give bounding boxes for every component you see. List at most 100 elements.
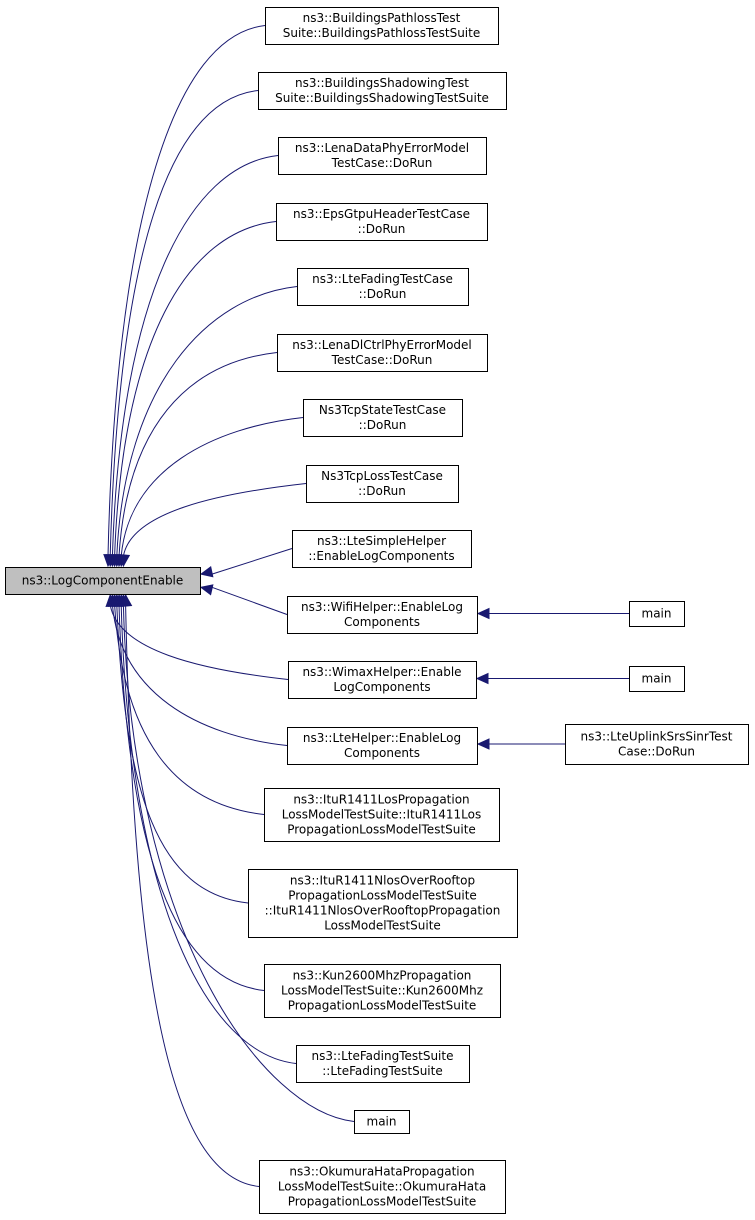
caller-node-c16[interactable]: ns3::LteFadingTestSuite::LteFadingTestSu… bbox=[296, 1045, 470, 1083]
node-label-line: PropagationLossModelTestSuite bbox=[288, 999, 477, 1013]
edge-c15 bbox=[118, 604, 265, 991]
edge-c14 bbox=[116, 604, 249, 904]
node-box bbox=[264, 964, 501, 1018]
node-box bbox=[259, 1160, 506, 1214]
caller-node-c12[interactable]: ns3::LteHelper::EnableLogComponents bbox=[287, 727, 478, 765]
caller-node-c17[interactable]: main bbox=[354, 1110, 410, 1134]
node-label-line: PropagationLossModelTestSuite bbox=[287, 823, 476, 837]
edge-c11 bbox=[109, 604, 289, 680]
graph-edges bbox=[103, 25, 629, 1187]
edge-c6 bbox=[118, 352, 278, 557]
caller-node-c8[interactable]: Ns3TcpLossTestCase::DoRun bbox=[306, 465, 459, 503]
caller-node-c3[interactable]: ns3::LenaDataPhyErrorModelTestCase::DoRu… bbox=[278, 137, 487, 175]
node-label-line: ns3::LteFadingTestCase bbox=[312, 272, 453, 286]
node-box bbox=[248, 869, 518, 938]
node-label-line: TestCase::DoRun bbox=[331, 353, 433, 367]
node-label-line: ns3::EpsGtpuHeaderTestCase bbox=[293, 207, 470, 221]
caller-node-s1[interactable]: main bbox=[629, 601, 685, 627]
node-box bbox=[354, 1110, 410, 1134]
caller-node-c10[interactable]: ns3::WifiHelper::EnableLogComponents bbox=[287, 596, 478, 634]
node-box bbox=[297, 268, 469, 306]
edge-c2 bbox=[109, 90, 259, 557]
node-label-line: ns3::LogComponentEnable bbox=[22, 574, 184, 588]
node-label-line: LogComponents bbox=[333, 680, 430, 694]
node-box bbox=[258, 72, 507, 110]
node-label-line: Suite::BuildingsPathlossTestSuite bbox=[283, 26, 480, 40]
node-label-line: ns3::LteFadingTestSuite bbox=[312, 1049, 454, 1063]
node-label-line: main bbox=[642, 607, 672, 621]
node-label-line: Components bbox=[344, 615, 420, 629]
edge-c5 bbox=[116, 286, 298, 557]
node-label-line: ::LteFadingTestSuite bbox=[322, 1064, 442, 1078]
caller-node-c15[interactable]: ns3::Kun2600MhzPropagationLossModelTestS… bbox=[264, 964, 501, 1018]
node-label-line: ::DoRun bbox=[359, 287, 407, 301]
node-label-line: ::DoRun bbox=[358, 484, 406, 498]
node-label-line: Suite::BuildingsShadowingTestSuite bbox=[275, 91, 489, 105]
node-label-line: ns3::OkumuraHataPropagation bbox=[289, 1165, 474, 1179]
caller-node-c14[interactable]: ns3::ItuR1411NlosOverRooftopPropagationL… bbox=[248, 869, 518, 938]
edge-c10 bbox=[211, 586, 288, 615]
caller-node-c9[interactable]: ns3::LteSimpleHelper::EnableLogComponent… bbox=[292, 530, 472, 568]
node-box bbox=[629, 601, 685, 627]
caller-node-c6[interactable]: ns3::LenaDlCtrlPhyErrorModelTestCase::Do… bbox=[277, 334, 488, 372]
node-label-line: ns3::ItuR1411NlosOverRooftop bbox=[290, 874, 475, 888]
edge-arrowhead bbox=[199, 584, 214, 596]
node-label-line: ::EnableLogComponents bbox=[308, 549, 454, 563]
node-label-line: ns3::LteUplinkSrsSinrTest bbox=[581, 730, 733, 744]
edge-arrowhead bbox=[199, 566, 214, 578]
node-box bbox=[288, 661, 477, 699]
caller-node-s2[interactable]: main bbox=[629, 666, 685, 692]
edge-arrowhead bbox=[475, 672, 489, 685]
node-label-line: ns3::LteSimpleHelper bbox=[317, 534, 446, 548]
node-box bbox=[565, 724, 749, 765]
caller-node-c2[interactable]: ns3::BuildingsShadowingTestSuite::Buildi… bbox=[258, 72, 507, 110]
node-label-line: ns3::WifiHelper::EnableLog bbox=[301, 600, 463, 614]
caller-node-c5[interactable]: ns3::LteFadingTestCase::DoRun bbox=[297, 268, 469, 306]
caller-node-c7[interactable]: Ns3TcpStateTestCase::DoRun bbox=[303, 399, 463, 437]
node-label-line: ::ItuR1411NlosOverRooftopPropagation bbox=[265, 904, 501, 918]
node-label-line: main bbox=[367, 1115, 397, 1129]
node-box bbox=[265, 7, 499, 45]
edge-c13 bbox=[114, 604, 265, 815]
node-box bbox=[287, 596, 478, 634]
node-label-line: ns3::LteHelper::EnableLog bbox=[303, 731, 461, 745]
node-box bbox=[629, 666, 685, 692]
node-box bbox=[292, 530, 472, 568]
edge-c3 bbox=[111, 155, 279, 557]
node-label-line: LossModelTestSuite::OkumuraHata bbox=[278, 1180, 486, 1194]
edge-c4 bbox=[114, 221, 277, 557]
node-label-line: ns3::BuildingsPathlossTest bbox=[303, 11, 461, 25]
node-box bbox=[264, 788, 500, 842]
caller-node-c13[interactable]: ns3::ItuR1411LosPropagationLossModelTest… bbox=[264, 788, 500, 842]
caller-node-c11[interactable]: ns3::WimaxHelper::EnableLogComponents bbox=[288, 661, 477, 699]
node-label-line: ::DoRun bbox=[358, 222, 406, 236]
node-label-line: ::DoRun bbox=[359, 418, 407, 432]
node-box bbox=[306, 465, 459, 503]
node-box bbox=[277, 334, 488, 372]
edge-arrowhead bbox=[120, 593, 133, 607]
edge-arrowhead bbox=[118, 554, 131, 568]
edge-c17 bbox=[122, 604, 355, 1122]
caller-node-c1[interactable]: ns3::BuildingsPathlossTestSuite::Buildin… bbox=[265, 7, 499, 45]
node-label-line: Components bbox=[344, 746, 420, 760]
node-label-line: TestCase::DoRun bbox=[331, 156, 433, 170]
node-label-line: LossModelTestSuite bbox=[324, 919, 441, 933]
node-box bbox=[278, 137, 487, 175]
edge-arrowhead bbox=[476, 607, 490, 620]
node-label-line: ns3::Kun2600MhzPropagation bbox=[293, 969, 472, 983]
node-label-line: LossModelTestSuite::ItuR1411Los bbox=[282, 808, 482, 822]
node-box bbox=[287, 727, 478, 765]
edge-c12 bbox=[111, 604, 288, 746]
caller-node-c18[interactable]: ns3::OkumuraHataPropagationLossModelTest… bbox=[259, 1160, 506, 1214]
edge-arrowhead bbox=[476, 738, 490, 750]
node-label-line: ns3::LenaDlCtrlPhyErrorModel bbox=[292, 338, 472, 352]
node-label-line: Ns3TcpStateTestCase bbox=[319, 403, 446, 417]
root-node[interactable]: ns3::LogComponentEnable bbox=[5, 567, 201, 595]
graph-nodes: ns3::LogComponentEnable ns3::BuildingsPat… bbox=[5, 7, 749, 1214]
node-label-line: PropagationLossModelTestSuite bbox=[288, 1195, 477, 1209]
node-label-line: ns3::WimaxHelper::Enable bbox=[302, 665, 461, 679]
edge-c18 bbox=[125, 604, 260, 1187]
caller-node-c4[interactable]: ns3::EpsGtpuHeaderTestCase::DoRun bbox=[276, 203, 488, 241]
